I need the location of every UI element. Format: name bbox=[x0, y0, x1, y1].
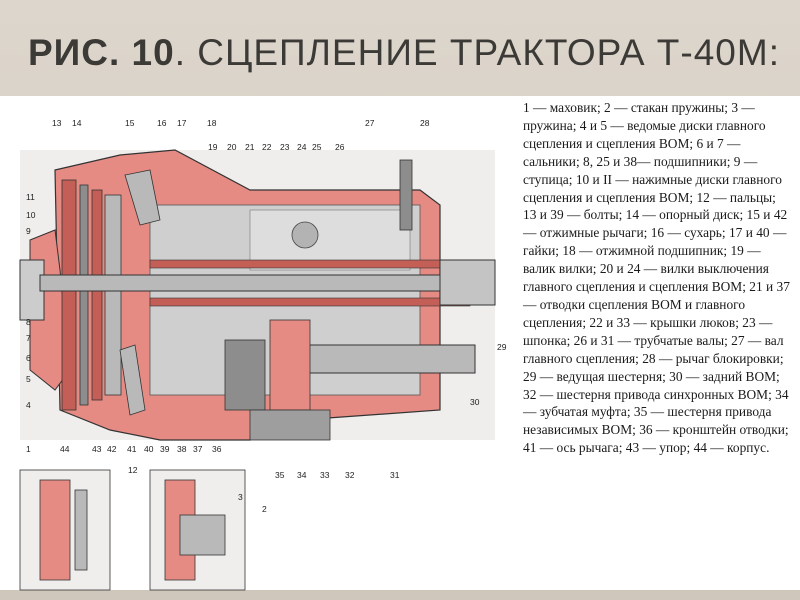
support-disc bbox=[104, 194, 122, 396]
callout-12: 12 bbox=[128, 465, 138, 475]
lower-release-lever bbox=[119, 344, 146, 416]
callout-3: 3 bbox=[238, 492, 243, 502]
release-lever bbox=[124, 169, 161, 226]
sync-pto-gear bbox=[269, 319, 311, 411]
figure-legend: 1 — маховик; 2 — стакан пружины; 3 — пру… bbox=[523, 100, 790, 456]
callout-36: 36 bbox=[212, 444, 222, 454]
main-clutch-shaft bbox=[39, 274, 471, 292]
slide-title-bold: РИС. 10 bbox=[28, 32, 175, 73]
callout-16: 16 bbox=[157, 118, 167, 128]
callout-21: 21 bbox=[245, 142, 255, 152]
detail-spring-cup bbox=[179, 514, 226, 556]
tubular-shaft bbox=[149, 259, 471, 269]
callout-15: 15 bbox=[125, 118, 135, 128]
tubular-shaft-lower bbox=[149, 297, 471, 307]
callout-44: 44 bbox=[60, 444, 70, 454]
callout-40: 40 bbox=[144, 444, 154, 454]
callout-33: 33 bbox=[320, 470, 330, 480]
callout-10: 10 bbox=[26, 210, 36, 220]
callout-27: 27 bbox=[365, 118, 375, 128]
callout-2: 2 bbox=[262, 504, 267, 514]
pto-disc bbox=[91, 189, 103, 401]
callout-29: 29 bbox=[497, 342, 507, 352]
callout-41: 41 bbox=[127, 444, 137, 454]
inspection-plug bbox=[291, 221, 319, 249]
callout-20: 20 bbox=[227, 142, 237, 152]
rear-pto-shaft bbox=[299, 344, 476, 374]
callout-39: 39 bbox=[160, 444, 170, 454]
detail-left-part bbox=[39, 479, 71, 581]
lock-lever bbox=[399, 159, 413, 231]
callout-22: 22 bbox=[262, 142, 272, 152]
callout-42: 42 bbox=[107, 444, 117, 454]
slide-title: РИС. 10. СЦЕПЛЕНИЕ ТРАКТОРА Т-40М: bbox=[28, 32, 788, 74]
callout-28: 28 bbox=[420, 118, 430, 128]
callout-17: 17 bbox=[177, 118, 187, 128]
callout-9: 9 bbox=[26, 226, 31, 236]
callout-25: 25 bbox=[312, 142, 322, 152]
hatch-cover bbox=[249, 409, 331, 441]
callout-37: 37 bbox=[193, 444, 203, 454]
callout-7: 7 bbox=[26, 333, 31, 343]
callout-18: 18 bbox=[207, 118, 217, 128]
slide-bottom-band bbox=[0, 590, 800, 600]
callout-32: 32 bbox=[345, 470, 355, 480]
detail-left-pin bbox=[74, 489, 88, 571]
callout-14: 14 bbox=[72, 118, 82, 128]
callout-38: 38 bbox=[177, 444, 187, 454]
slide-title-rest: . СЦЕПЛЕНИЕ ТРАКТОРА Т-40М: bbox=[174, 32, 780, 73]
callout-30: 30 bbox=[470, 397, 480, 407]
callout-6: 6 bbox=[26, 353, 31, 363]
callout-8: 8 bbox=[26, 317, 31, 327]
callout-1: 1 bbox=[26, 444, 31, 454]
gear-coupling bbox=[224, 339, 266, 411]
callout-34: 34 bbox=[297, 470, 307, 480]
callout-5: 5 bbox=[26, 374, 31, 384]
callout-35: 35 bbox=[275, 470, 285, 480]
drive-gear bbox=[439, 259, 496, 306]
driven-disc bbox=[61, 179, 77, 411]
callout-23: 23 bbox=[280, 142, 290, 152]
callout-13: 13 bbox=[52, 118, 62, 128]
pressure-disc bbox=[79, 184, 89, 406]
callout-31: 31 bbox=[390, 470, 400, 480]
callout-24: 24 bbox=[297, 142, 307, 152]
callout-43: 43 bbox=[92, 444, 102, 454]
callout-19: 19 bbox=[208, 142, 218, 152]
callout-4: 4 bbox=[26, 400, 31, 410]
callout-11: 11 bbox=[26, 192, 35, 202]
callout-26: 26 bbox=[335, 142, 345, 152]
